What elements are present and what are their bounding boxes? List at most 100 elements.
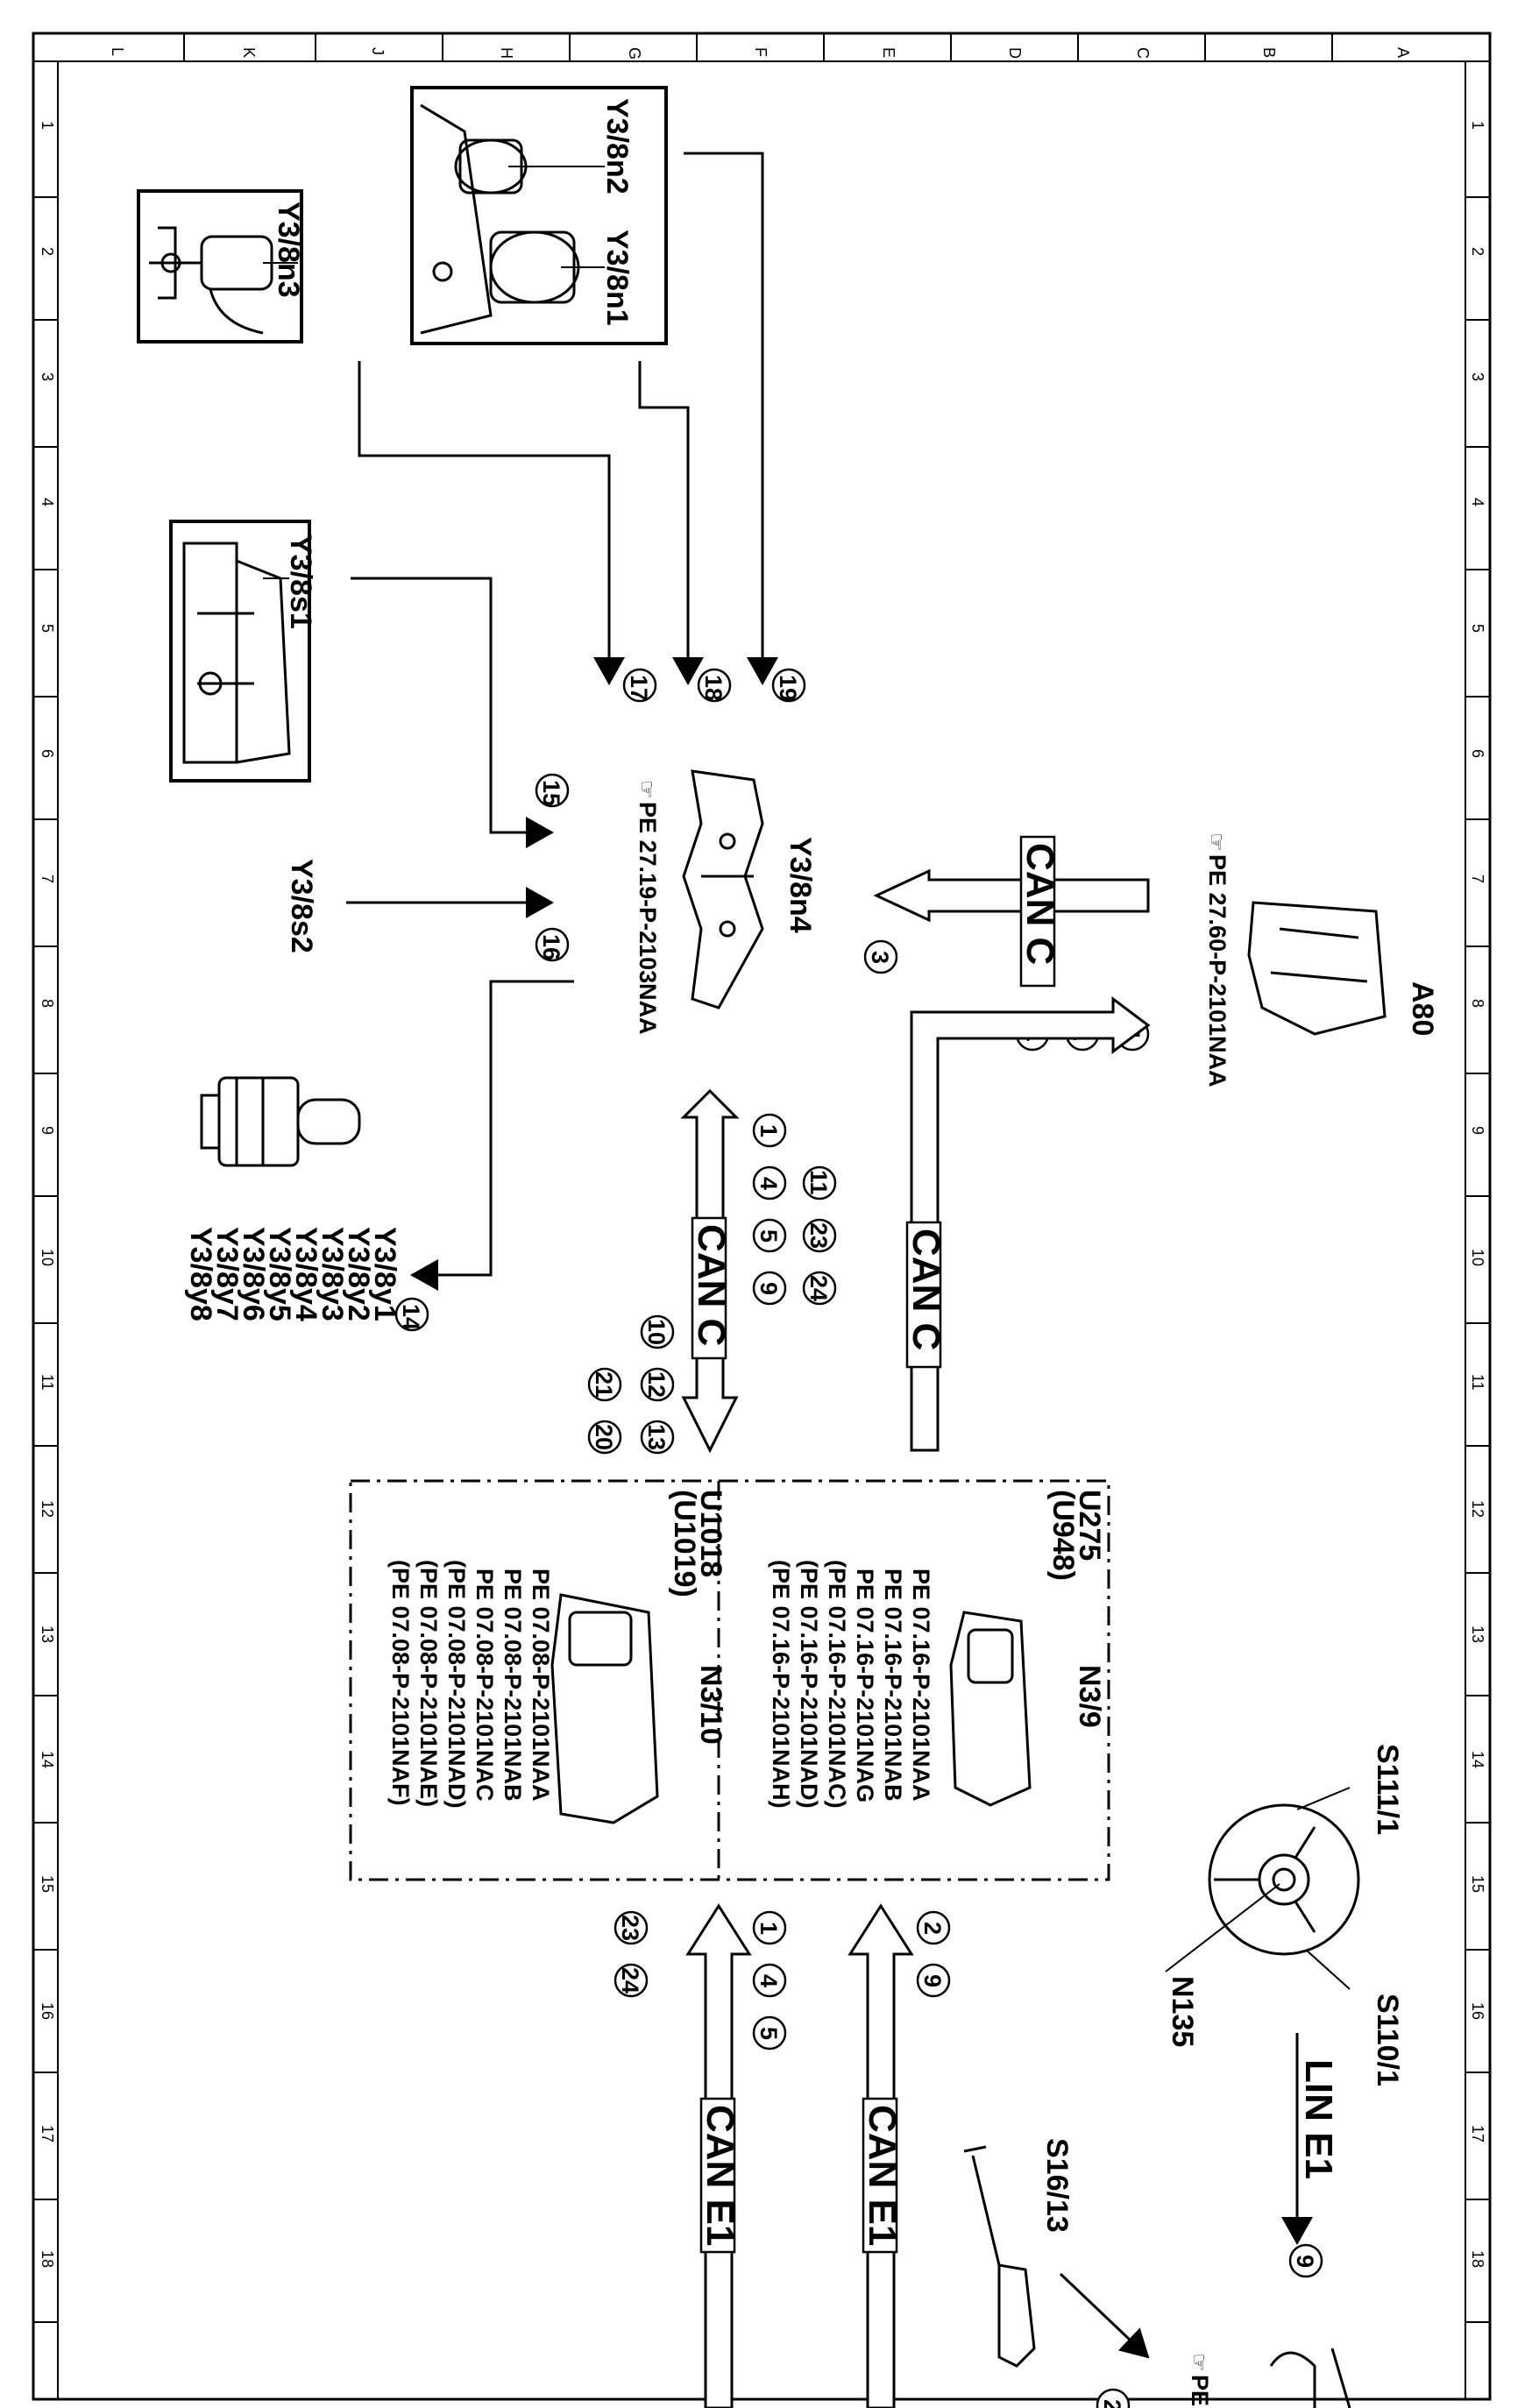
can-c-label-2: CAN C xyxy=(904,1229,947,1350)
y3-8n4-module: Y3/8n4 ☞ PE 27.19-P-2103NAA xyxy=(635,769,817,1035)
u275-label: U275 xyxy=(1073,1490,1106,1561)
a80-label: A80 xyxy=(1406,981,1439,1036)
col-D: D xyxy=(1006,47,1024,59)
sig-14: 14 xyxy=(398,1304,424,1330)
bot-sig-9: 9 xyxy=(919,1974,946,1987)
s110-label: S110/1 xyxy=(1371,1994,1404,2086)
row-14-left: 14 xyxy=(39,1751,56,1768)
bus-sig-13: 13 xyxy=(643,1424,670,1450)
u948-label: (U948) xyxy=(1046,1490,1080,1581)
y3-8n2-label: Y3/8n2 xyxy=(600,98,634,195)
row-6-right: 6 xyxy=(1469,749,1486,758)
bus-sig-5: 5 xyxy=(755,1229,782,1243)
col-C: C xyxy=(1134,47,1152,59)
bus-sig-11: 11 xyxy=(805,1170,832,1195)
y3-8n3-sensor: Y3/8n3 xyxy=(137,189,305,343)
row-13-right: 13 xyxy=(1469,1625,1486,1643)
n3-10-ref-1: PE 07.08-P-2101NAA xyxy=(528,1569,554,1802)
col-J: J xyxy=(369,47,387,55)
col-H: H xyxy=(498,47,515,59)
a80-module: A80 ☞ PE 27.60-P-2101NAA xyxy=(1204,832,1439,1087)
n3-9-unit: U275 (U948) N3/9 PE 07.16-P-2101NAA PE 0… xyxy=(768,1490,1106,1809)
row-18-left: 18 xyxy=(39,2250,56,2268)
n3-10-label: N3/10 xyxy=(694,1665,727,1745)
lin-e1-bus: LIN E1 xyxy=(1281,2033,1340,2245)
bus-sig-23: 23 xyxy=(805,1222,832,1249)
lin-sig-9: 9 xyxy=(1292,2255,1318,2268)
bus-sig-21: 21 xyxy=(591,1371,617,1398)
s16-13-drawing xyxy=(963,2145,1036,2368)
n3-10-drawing xyxy=(550,1593,659,1824)
n3-9-ref-2: PE 07.16-P-2101NAB xyxy=(880,1569,906,1802)
row-6-left: 6 xyxy=(39,749,56,758)
row-3-left: 3 xyxy=(39,372,56,381)
can-e1-label-2: CAN E1 xyxy=(699,2105,741,2246)
bot-sig-5: 5 xyxy=(755,2027,782,2040)
n135-leader xyxy=(1165,1883,1280,1972)
bus-sig-20: 20 xyxy=(591,1424,617,1450)
y3-8s1-switch: Y3/8s1 xyxy=(169,520,317,783)
row-15-right: 15 xyxy=(1469,1875,1486,1893)
n3-9-ref-3: PE 07.16-P-2101NAG xyxy=(852,1569,878,1802)
row-15-left: 15 xyxy=(39,1875,56,1893)
sig-16: 16 xyxy=(538,934,564,960)
bot-sig-2: 2 xyxy=(919,1922,946,1935)
y3-8n4-ref: PE 27.19-P-2103NAA xyxy=(635,802,661,1035)
valve-y5-label: Y3/8y5 xyxy=(263,1227,296,1321)
u1019-label: (U1019) xyxy=(668,1490,701,1597)
n3-9-drawing xyxy=(949,1611,1032,1807)
row-16-left: 16 xyxy=(39,2002,56,2020)
y3-8s1-drawing xyxy=(182,542,291,764)
row-3-right: 3 xyxy=(1469,372,1486,381)
col-F: F xyxy=(752,47,770,57)
bus-sig-24: 24 xyxy=(805,1275,832,1301)
row-17-left: 17 xyxy=(39,2125,56,2142)
valve-y3-label: Y3/8y3 xyxy=(316,1227,349,1321)
bot-sig-1: 1 xyxy=(755,1922,782,1935)
can-e1-bus-n3-10: CAN E1 xyxy=(685,1903,752,2408)
row-17-right: 17 xyxy=(1469,2125,1486,2142)
row-7-left: 7 xyxy=(39,875,56,883)
a80-drawing xyxy=(1247,901,1387,1036)
n135-label: N135 xyxy=(1166,1976,1199,2047)
bus-sig-4: 4 xyxy=(755,1177,782,1190)
n3-9-ref-1: PE 07.16-P-2101NAA xyxy=(908,1569,934,1802)
y3-8n1-label: Y3/8n1 xyxy=(600,230,634,326)
sensor-signal-lines xyxy=(346,152,778,1291)
col-G: G xyxy=(626,47,643,60)
line-y3-8n2 xyxy=(684,152,778,685)
valve-drawing xyxy=(200,1076,361,1167)
lin-e1-label: LIN E1 xyxy=(1297,2059,1340,2179)
bot-sig-23: 23 xyxy=(617,1915,643,1941)
s111-label: S111/1 xyxy=(1371,1744,1404,1835)
sig-19: 19 xyxy=(775,675,801,701)
valve-y8-label: Y3/8y8 xyxy=(184,1227,217,1321)
pe-icon-a80: ☞ xyxy=(1204,832,1228,852)
row-13-left: 13 xyxy=(39,1625,56,1643)
y3-8n1-n2-drawing xyxy=(420,103,580,335)
y3-8n3-drawing xyxy=(149,226,273,335)
row-2-right: 2 xyxy=(1469,247,1486,256)
bus-sig-12: 12 xyxy=(643,1371,670,1398)
row-11-left: 11 xyxy=(39,1374,56,1391)
n3-10-ref-2: PE 07.08-P-2101NAB xyxy=(500,1569,526,1802)
y3-8n4-label: Y3/8n4 xyxy=(784,837,817,933)
row-1-right: 1 xyxy=(1469,121,1486,130)
row-8-right: 8 xyxy=(1469,999,1486,1008)
valve-y6-label: Y3/8y6 xyxy=(237,1227,270,1321)
row-10-left: 10 xyxy=(39,1249,56,1266)
row-11-right: 11 xyxy=(1469,1374,1486,1391)
sheet-frame xyxy=(32,32,1492,2401)
row-18-right: 18 xyxy=(1469,2250,1486,2268)
can-c-bus-to-y3-8n4: CAN C xyxy=(873,835,1150,988)
row-16-right: 16 xyxy=(1469,2002,1486,2020)
bus-signal-markers: 1 4 5 9 11 23 24 10 12 13 21 20 xyxy=(587,1113,837,1455)
row-14-right: 14 xyxy=(1469,1751,1486,1768)
row-8-left: 8 xyxy=(39,999,56,1008)
line-y3-8n3 xyxy=(358,361,625,685)
valve-block: Y3/8y1 Y3/8y2 Y3/8y3 Y3/8y4 Y3/8y5 Y3/8y… xyxy=(184,1076,401,1321)
s16-13-lever: S16/13 xyxy=(963,2138,1150,2368)
u1018-label: U1018 xyxy=(694,1490,727,1577)
bot-sig-4: 4 xyxy=(755,1974,782,1987)
